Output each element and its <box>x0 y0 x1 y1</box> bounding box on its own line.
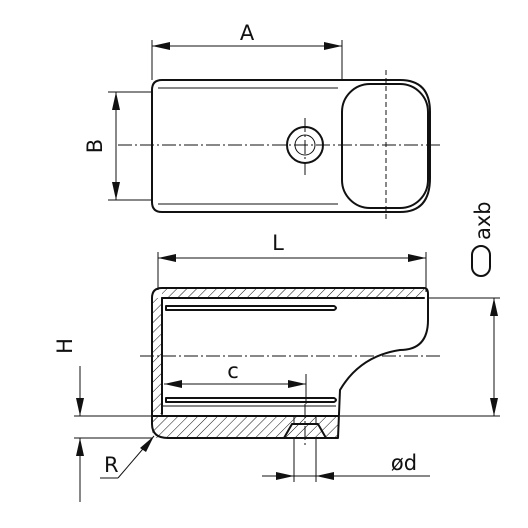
section-base <box>152 416 338 438</box>
dim-c-arrow-right <box>288 380 306 388</box>
dim-B-arrow-bottom <box>112 182 120 200</box>
front-view-outer-profile <box>151 287 429 439</box>
front-view-lower-groove <box>165 397 337 403</box>
top-view-slot <box>341 83 429 209</box>
dim-B-arrow-top <box>112 92 120 110</box>
dim-L-arrow-right <box>408 254 426 262</box>
dim-d-arrow-right <box>316 472 334 480</box>
dim-c-label: c <box>227 359 239 383</box>
dim-L-label: L <box>272 231 284 255</box>
section-top-wall <box>162 288 424 298</box>
dim-A-arrow-right <box>324 42 342 50</box>
dim-right-arrow-top <box>490 298 498 316</box>
axb-slot-icon <box>471 245 491 277</box>
dim-B-label: B <box>83 139 107 153</box>
dim-d-label: ød <box>391 451 417 475</box>
dim-c-arrow-left <box>164 380 182 388</box>
dim-A-label: A <box>240 21 255 45</box>
front-view-upper-groove <box>165 305 337 311</box>
dim-right-arrow-bottom <box>490 398 498 416</box>
dim-R-arrow <box>140 436 154 452</box>
axb-label: axb <box>471 201 495 240</box>
top-view-body-outline <box>151 79 431 213</box>
dim-A-arrow-left <box>152 42 170 50</box>
dim-H-label: H <box>53 338 77 354</box>
front-view-countersink <box>283 423 327 439</box>
dim-L-arrow-left <box>158 254 176 262</box>
dim-H-arrow-bottom <box>76 438 84 456</box>
top-view: A B <box>83 21 440 222</box>
dim-R-label: R <box>104 453 119 477</box>
front-view: L c H <box>53 231 500 502</box>
dim-H-arrow-top <box>76 398 84 416</box>
dim-d-arrow-left <box>276 472 294 480</box>
axb-symbol: axb <box>471 201 495 277</box>
